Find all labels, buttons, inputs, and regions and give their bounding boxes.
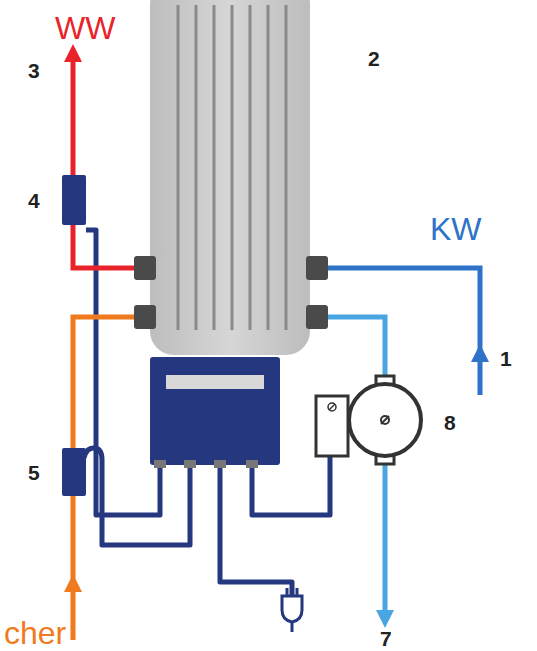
- callout-number: 1: [500, 348, 512, 369]
- flow-arrow: [376, 610, 394, 628]
- flow-label: cher: [4, 617, 66, 649]
- flow-label: KW: [430, 213, 482, 245]
- heat-exchanger: [134, 0, 328, 355]
- callout-number: 4: [28, 190, 40, 211]
- callout-number: 8: [444, 412, 456, 433]
- temperature-sensor: [62, 175, 86, 225]
- controller-box: [150, 357, 280, 468]
- callout-number: 2: [368, 48, 380, 69]
- cold-water-pipe: [325, 268, 480, 395]
- flow-arrow: [64, 44, 82, 62]
- mains-plug: [282, 588, 302, 632]
- callout-number: 5: [28, 462, 40, 483]
- flow-label: WW: [55, 12, 115, 44]
- warm-water-pipe: [73, 60, 140, 268]
- flow-arrow: [64, 574, 82, 592]
- circulation-pump: [316, 376, 421, 464]
- flow-arrow: [471, 344, 489, 362]
- callout-number: 7: [380, 628, 392, 649]
- callout-number: 3: [28, 60, 40, 81]
- flow-sensor: [62, 448, 86, 496]
